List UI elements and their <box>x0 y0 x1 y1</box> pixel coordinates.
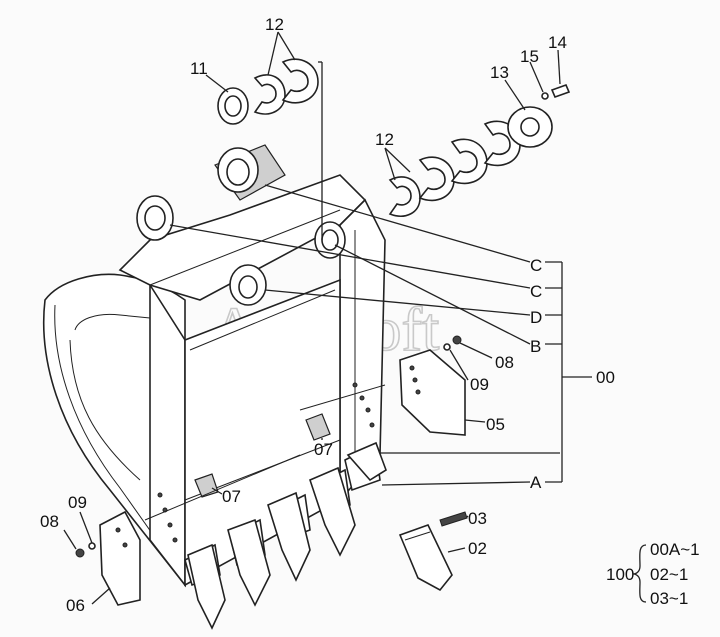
label-C-1: C <box>530 256 542 275</box>
label-00: 00 <box>596 368 615 387</box>
bucket-teeth <box>187 441 468 630</box>
washer-15 <box>541 92 549 100</box>
washer-09-left <box>88 542 96 550</box>
label-07-right: 07 <box>314 440 333 459</box>
side-cutter-06 <box>99 510 141 606</box>
kit-item-3: 03~1 <box>650 589 688 608</box>
label-02: 02 <box>468 539 487 558</box>
bolt-07-right <box>305 413 331 441</box>
label-08-left: 08 <box>40 512 59 531</box>
kit-item-2: 02~1 <box>650 565 688 584</box>
label-09-left: 09 <box>68 493 87 512</box>
label-07-left: 07 <box>222 487 241 506</box>
shims-12-top <box>253 58 319 115</box>
label-08-right: 08 <box>495 353 514 372</box>
label-C-2: C <box>530 282 542 301</box>
callout-labels: 12 11 12 13 15 14 C C D B 00 08 09 05 07… <box>40 15 615 615</box>
label-14: 14 <box>548 33 567 52</box>
label-A: A <box>530 473 542 492</box>
bolt-14 <box>550 83 571 99</box>
washer-09-right <box>443 343 451 351</box>
label-11: 11 <box>190 59 208 78</box>
label-09-right: 09 <box>470 375 489 394</box>
label-03: 03 <box>468 509 487 528</box>
nut-08-left <box>75 548 85 558</box>
label-12-right: 12 <box>375 130 394 149</box>
lock-pin-03 <box>439 511 468 527</box>
label-B: B <box>530 337 541 356</box>
kit-number: 100 <box>606 565 634 584</box>
side-cutter-05 <box>399 349 466 436</box>
label-06: 06 <box>66 596 85 615</box>
shims-12-right <box>388 120 521 217</box>
kit-item-1: 00A~1 <box>650 540 700 559</box>
kit-reference: 100 00A~1 02~1 03~1 <box>606 540 700 608</box>
label-D: D <box>530 308 542 327</box>
tooth-02 <box>398 524 453 592</box>
label-05: 05 <box>486 415 505 434</box>
label-15: 15 <box>520 47 539 66</box>
label-12-top: 12 <box>265 15 284 34</box>
kit-brace <box>632 544 647 603</box>
label-13: 13 <box>490 63 509 82</box>
leader-lines <box>63 31 592 605</box>
nut-08-right <box>452 335 462 345</box>
